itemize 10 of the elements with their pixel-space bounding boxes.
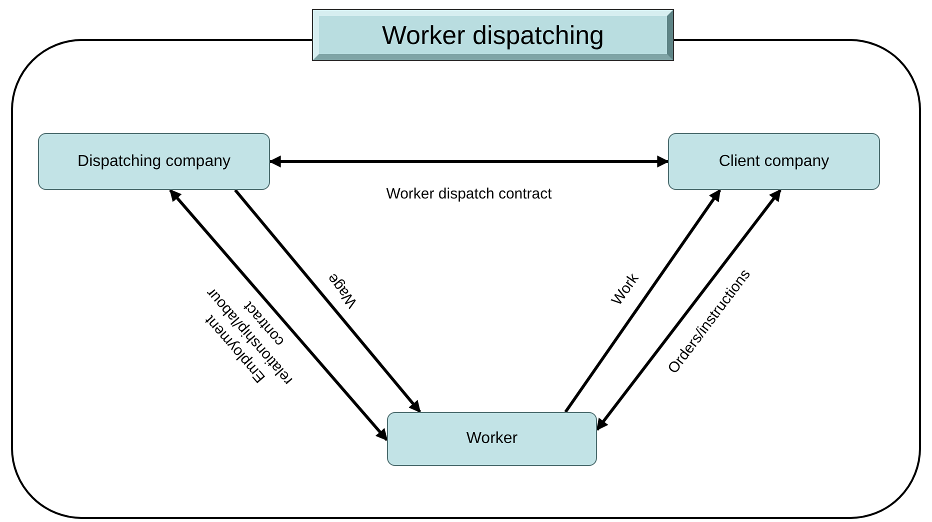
arrow (564, 189, 722, 413)
arrow (169, 189, 388, 442)
edge-label: Worker dispatch contract (386, 186, 552, 204)
arrow (268, 156, 670, 168)
arrow (596, 189, 782, 431)
title-box: Worker dispatching (313, 10, 673, 60)
entity-box: Worker (387, 412, 597, 466)
entity-box: Dispatching company (38, 133, 270, 190)
arrow (234, 189, 422, 413)
entity-box: Client company (668, 133, 880, 190)
